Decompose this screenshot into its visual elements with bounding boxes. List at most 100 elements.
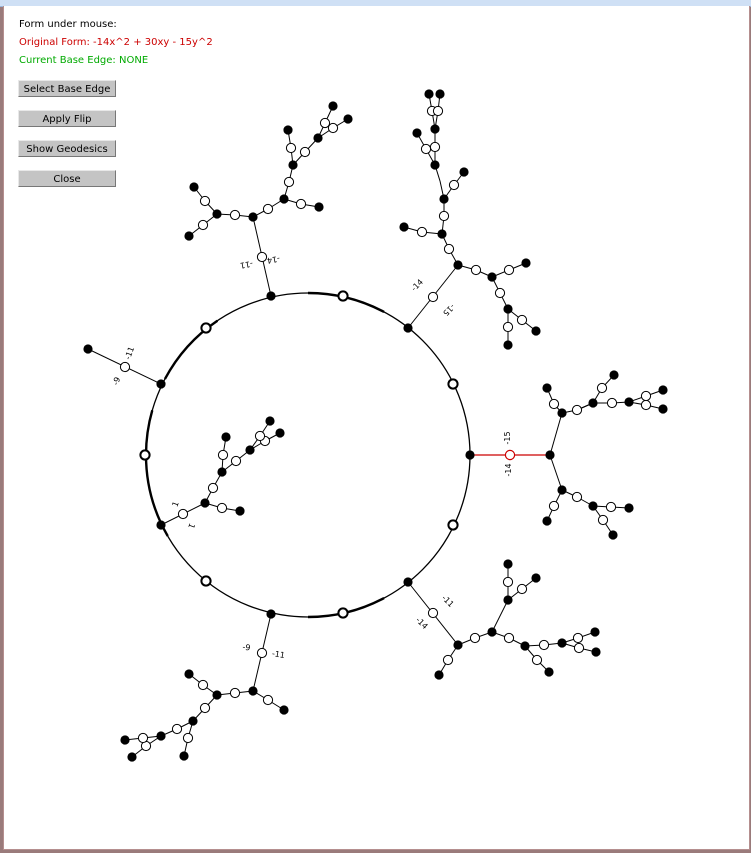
edge-label: -14 <box>414 615 430 631</box>
open-node <box>182 732 194 744</box>
filled-node <box>487 627 497 637</box>
filled-node <box>212 690 222 700</box>
filled-node <box>156 379 166 389</box>
filled-node <box>120 735 130 745</box>
tree-edge <box>549 454 563 491</box>
edge-label: -15 <box>441 302 457 318</box>
filled-node <box>658 404 668 414</box>
form-under-mouse-label: Form under mouse: <box>19 19 117 30</box>
open-node <box>597 514 609 526</box>
filled-node <box>503 595 513 605</box>
filled-node <box>503 559 513 569</box>
open-node <box>337 290 349 302</box>
filled-node <box>248 212 258 222</box>
filled-node <box>521 258 531 268</box>
edge-label: -14 <box>504 463 513 476</box>
filled-node <box>487 272 497 282</box>
open-node <box>254 430 266 442</box>
filled-node <box>531 326 541 336</box>
open-node <box>171 723 183 735</box>
edge-label: -14 <box>266 254 280 265</box>
edge-label: -15 <box>503 431 512 444</box>
filled-node <box>437 229 447 239</box>
open-node <box>420 143 432 155</box>
close-button[interactable]: Close <box>18 170 116 187</box>
edge-label: -11 <box>239 259 253 270</box>
open-node <box>262 203 274 215</box>
open-node <box>197 679 209 691</box>
filled-node <box>328 101 338 111</box>
filled-node <box>200 498 210 508</box>
filled-node <box>184 669 194 679</box>
filled-node <box>283 125 293 135</box>
edge-label: -11 <box>271 649 285 660</box>
open-node <box>337 607 349 619</box>
filled-node <box>608 530 618 540</box>
filled-node <box>624 503 634 513</box>
filled-node <box>279 194 289 204</box>
edge-labels: -15 -14 -14 -15 -14 -11 -11 -9 1 1 -9 -1… <box>111 254 513 660</box>
filled-node <box>503 340 513 350</box>
edge-label: -11 <box>440 593 456 609</box>
open-node <box>494 287 506 299</box>
filled-node <box>288 160 298 170</box>
open-node <box>139 449 151 461</box>
open-node <box>200 575 212 587</box>
open-node <box>447 378 459 390</box>
filled-node <box>624 397 634 407</box>
open-node <box>605 501 617 513</box>
open-node <box>256 251 268 263</box>
open-node <box>295 198 307 210</box>
filled-node <box>588 501 598 511</box>
filled-node <box>542 516 552 526</box>
filled-node <box>439 194 449 204</box>
open-node <box>319 117 331 129</box>
open-node <box>262 694 274 706</box>
filled-node <box>435 89 445 99</box>
open-node <box>516 314 528 326</box>
open-node <box>216 502 228 514</box>
edge-label: -11 <box>123 345 136 360</box>
filled-node <box>459 167 469 177</box>
open-node <box>438 210 450 222</box>
open-node <box>199 195 211 207</box>
open-node <box>516 583 528 595</box>
boundary-arcs <box>144 291 385 619</box>
open-node <box>432 105 444 117</box>
select-base-edge-button[interactable]: Select Base Edge <box>18 80 116 97</box>
apply-flip-button[interactable]: Apply Flip <box>18 110 116 127</box>
tree-edge <box>549 412 563 456</box>
filled-node <box>412 128 422 138</box>
tree-edges <box>87 93 664 758</box>
filled-node <box>403 323 413 333</box>
show-geodesics-button[interactable]: Show Geodesics <box>18 140 116 157</box>
filled-node <box>544 667 554 677</box>
boundary-arc <box>144 454 169 537</box>
open-node <box>469 632 481 644</box>
open-node <box>470 264 482 276</box>
filled-node <box>248 686 258 696</box>
open-node <box>230 455 242 467</box>
filled-node <box>545 450 555 460</box>
open-node <box>640 390 652 402</box>
filled-node <box>557 485 567 495</box>
original-form-label: Original Form: -14x^2 + 30xy - 15y^2 <box>19 37 213 48</box>
current-base-edge-label: Current Base Edge: NONE <box>19 55 149 66</box>
open-node <box>207 482 219 494</box>
open-node <box>640 399 652 411</box>
open-node <box>548 500 560 512</box>
open-node <box>197 219 209 231</box>
filled-node <box>184 231 194 241</box>
filled-node <box>179 751 189 761</box>
filled-node <box>542 383 552 393</box>
filled-node <box>588 398 598 408</box>
filled-node <box>434 670 444 680</box>
filled-node <box>557 408 567 418</box>
filled-node <box>430 160 440 170</box>
open-node <box>200 322 212 334</box>
filled-node <box>275 428 285 438</box>
filled-node <box>313 133 323 143</box>
topograph-canvas[interactable]: -15 -14 -14 -15 -14 -11 -11 -9 1 1 -9 -1… <box>4 6 749 849</box>
open-node <box>548 398 560 410</box>
filled-node <box>314 202 324 212</box>
